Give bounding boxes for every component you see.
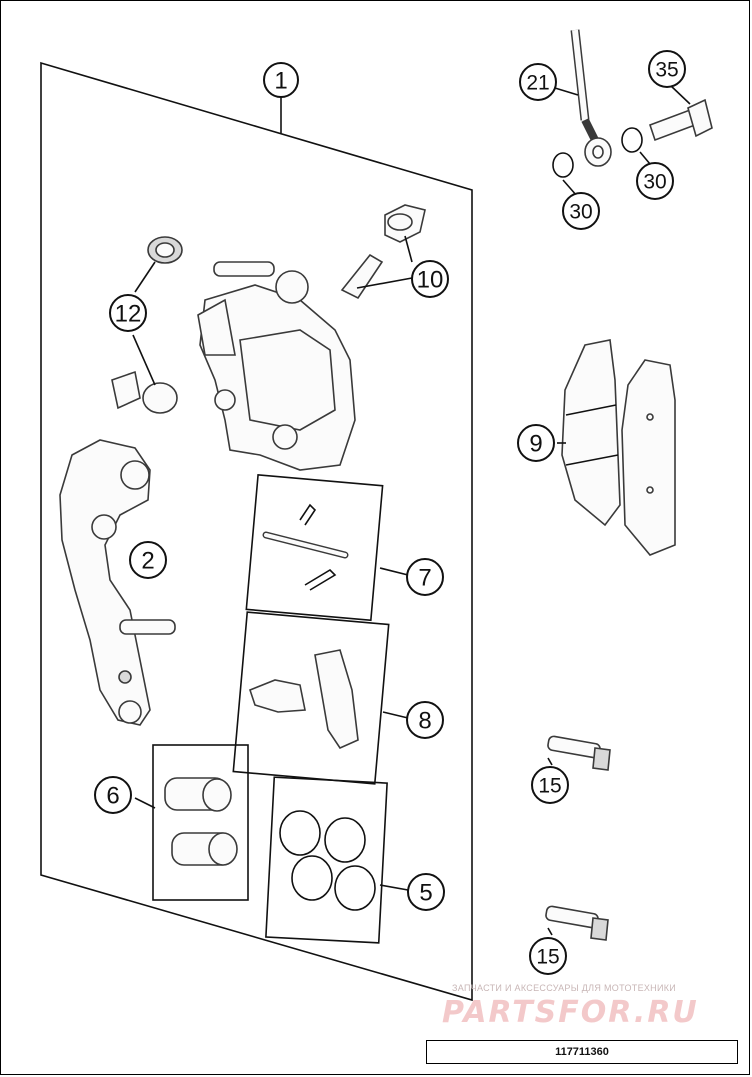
leader-5 (379, 884, 409, 891)
svg-text:2: 2 (141, 548, 154, 575)
pad-spring-set (249, 649, 359, 750)
callout-12: 12 (109, 294, 147, 332)
brake-caliper (197, 261, 356, 471)
svg-text:15: 15 (538, 775, 561, 798)
leader-6 (134, 797, 156, 809)
svg-text:5: 5 (419, 880, 432, 907)
svg-text:30: 30 (643, 171, 666, 194)
bolt-upper (547, 735, 611, 771)
watermark-logo: PARTSFOR.RU (442, 995, 699, 1030)
svg-text:8: 8 (418, 708, 431, 735)
svg-text:15: 15 (536, 946, 559, 969)
svg-text:35: 35 (655, 59, 678, 82)
kit-7-frame (245, 473, 384, 622)
svg-text:6: 6 (106, 783, 119, 810)
bolt-lower (545, 905, 609, 941)
svg-text:12: 12 (115, 301, 142, 328)
callout-9: 9 (517, 424, 555, 462)
callout-6: 6 (94, 776, 132, 814)
callout-1: 1 (263, 62, 299, 98)
leader-7 (379, 567, 409, 576)
piston-set (164, 777, 238, 866)
kit-6-frame (152, 744, 249, 901)
callout-15-upper: 15 (531, 766, 569, 804)
svg-text:7: 7 (418, 565, 431, 592)
callout-5: 5 (407, 873, 445, 911)
kit-5-frame (265, 776, 388, 944)
callout-10: 10 (411, 260, 449, 298)
leader-8 (382, 711, 409, 719)
seal-ring-set (279, 810, 376, 911)
brake-line (554, 29, 612, 167)
diagram-code: 117711360 (426, 1040, 738, 1064)
svg-text:1: 1 (274, 68, 287, 95)
assembly-board (40, 61, 473, 1002)
kit-8-frame (232, 611, 390, 785)
svg-text:10: 10 (417, 267, 444, 294)
callout-30-right: 30 (636, 162, 674, 200)
caliper-bracket (59, 439, 176, 726)
callout-2: 2 (129, 541, 167, 579)
svg-text:21: 21 (526, 72, 549, 95)
svg-text:9: 9 (529, 431, 542, 458)
callout-21: 21 (519, 63, 557, 101)
callout-35: 35 (648, 50, 686, 88)
svg-text:30: 30 (569, 201, 592, 224)
banjo-bolt (648, 84, 713, 142)
callout-15-lower: 15 (529, 937, 567, 975)
callout-7: 7 (406, 558, 444, 596)
bleed-valve (340, 204, 426, 300)
watermark-tagline: ЗАПЧАСТИ И АКСЕССУАРЫ ДЛЯ МОТОТЕХНИКИ (452, 983, 677, 993)
callout-30-left: 30 (562, 192, 600, 230)
dust-cap-set (111, 236, 183, 414)
callout-8: 8 (406, 701, 444, 739)
brake-pads (557, 339, 676, 556)
pin-set (262, 503, 349, 591)
washers (552, 127, 651, 197)
